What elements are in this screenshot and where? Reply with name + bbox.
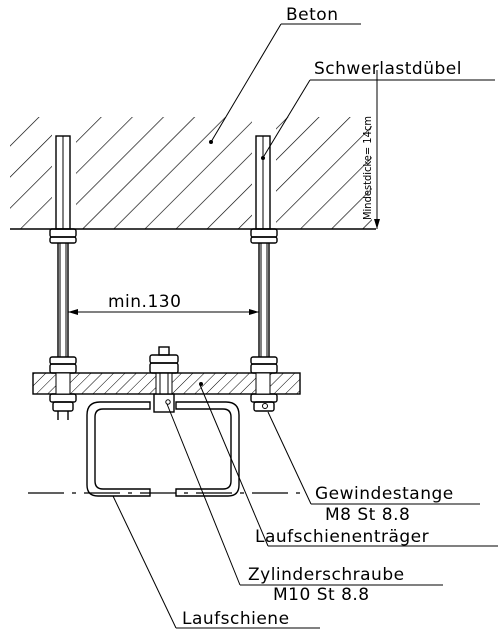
- rod-reference-dot: [262, 403, 268, 409]
- laufschienentraeger-label: Laufschienenträger: [255, 527, 429, 547]
- beton-callout: Beton: [209, 5, 361, 144]
- schwerlastduebel-label: Schwerlastdübel: [314, 59, 462, 79]
- laufschienentraeger-callout: Laufschienenträger: [199, 384, 498, 547]
- gewindestange-callout: Gewindestange M8 St 8.8: [267, 411, 480, 525]
- rail-carrier-plate: [32, 372, 301, 395]
- concrete-ceiling: [10, 117, 376, 230]
- anchor-reference-dot: [261, 156, 265, 160]
- threaded-rod-right: [250, 135, 278, 412]
- threaded-rod-left: [49, 135, 77, 420]
- mindestdicke-label: Mindestdicke= 14cm: [361, 116, 374, 220]
- schwerlastduebel-callout: Schwerlastdübel: [263, 59, 495, 157]
- laufschiene-label: Laufschiene: [182, 609, 290, 629]
- gewindestange-spec: M8 St 8.8: [325, 505, 410, 525]
- beton-label: Beton: [286, 5, 338, 25]
- thickness-dimension: Mindestdicke= 14cm: [361, 70, 380, 229]
- cylinder-screw: [149, 346, 179, 413]
- running-rail-profile: [86, 401, 240, 497]
- zylinderschraube-callout: Zylinderschraube M10 St 8.8: [166, 403, 443, 605]
- laufschiene-callout: Laufschiene: [112, 495, 320, 629]
- zylinderschraube-label: Zylinderschraube: [248, 565, 405, 585]
- gewindestange-label: Gewindestange: [315, 484, 454, 504]
- min-distance-label: min.130: [108, 292, 181, 312]
- distance-dimension: min.130: [68, 292, 259, 315]
- zylinderschraube-spec: M10 St 8.8: [273, 585, 370, 605]
